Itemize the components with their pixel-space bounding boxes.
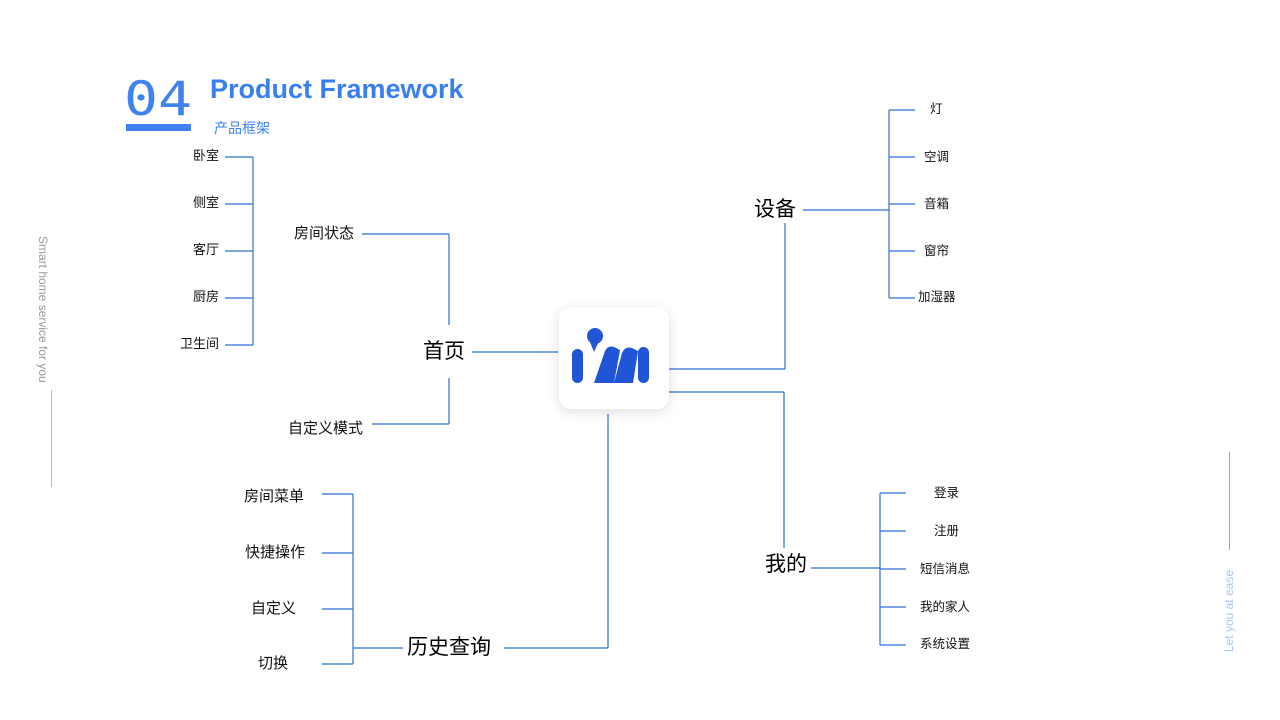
- leaf-system-settings: 系统设置: [920, 636, 971, 651]
- section-number: 04: [124, 72, 192, 127]
- leaf-shortcuts: 快捷操作: [245, 543, 306, 561]
- side-divider-right: [1229, 452, 1230, 550]
- section-number-underline: [126, 124, 191, 131]
- leaf-speaker: 音箱: [924, 196, 950, 211]
- page-subtitle: 产品框架: [214, 121, 270, 137]
- leaf-humidifier: 加湿器: [918, 289, 956, 304]
- leaf-sms-messages: 短信消息: [920, 561, 971, 576]
- side-caption-left: Smart home service for you: [36, 236, 50, 383]
- leaf-room-menu: 房间菜单: [244, 487, 305, 505]
- side-divider-left: [51, 390, 52, 487]
- leaf-switch: 切换: [258, 654, 289, 672]
- leaf-curtain: 窗帘: [924, 243, 950, 258]
- node-custom-mode: 自定义模式: [288, 419, 364, 437]
- node-device: 设备: [754, 197, 796, 221]
- node-history: 历史查询: [407, 635, 491, 659]
- leaf-register: 注册: [934, 523, 960, 538]
- leaf-bathroom: 卫生间: [180, 337, 220, 352]
- node-home: 首页: [423, 339, 465, 363]
- leaf-air-conditioner: 空调: [924, 149, 950, 164]
- leaf-login: 登录: [934, 485, 960, 500]
- leaf-bedroom: 卧室: [193, 149, 220, 164]
- leaf-kitchen: 厨房: [193, 290, 220, 305]
- node-mine: 我的: [765, 552, 807, 576]
- leaf-light: 灯: [930, 101, 943, 116]
- node-room-status: 房间状态: [294, 224, 355, 242]
- leaf-customize: 自定义: [251, 599, 297, 617]
- side-caption-right: Let you at ease: [1222, 570, 1236, 653]
- app-logo-card: [559, 307, 669, 409]
- leaf-side-room: 侧室: [193, 196, 220, 211]
- im-logo-icon: [572, 328, 649, 383]
- page-title: Product Framework: [210, 74, 464, 104]
- leaf-living-room: 客厅: [193, 243, 220, 258]
- leaf-my-family: 我的家人: [920, 599, 971, 614]
